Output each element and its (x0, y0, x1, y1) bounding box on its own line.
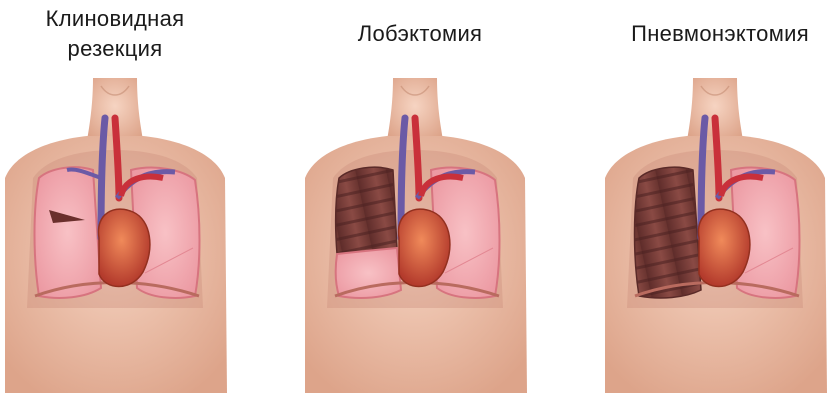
torso-wedge-resection (5, 78, 227, 393)
lung-removed-cavity (635, 167, 702, 298)
right-lung (35, 167, 102, 298)
torso-lobectomy (305, 78, 527, 393)
caption-lobectomy: Лобэктомия (320, 19, 520, 49)
caption-line: Клиновидная (15, 4, 215, 34)
lobe-removed-cavity (336, 167, 397, 254)
caption-line: Пневмонэктомия (605, 19, 831, 49)
caption-wedge-resection: Клиновидная резекция (15, 4, 215, 64)
caption-line: Лобэктомия (320, 19, 520, 49)
torso-pneumonectomy (605, 78, 827, 393)
caption-line: резекция (15, 34, 215, 64)
caption-pneumonectomy: Пневмонэктомия (605, 19, 831, 49)
remaining-lower-lobe (336, 248, 401, 298)
